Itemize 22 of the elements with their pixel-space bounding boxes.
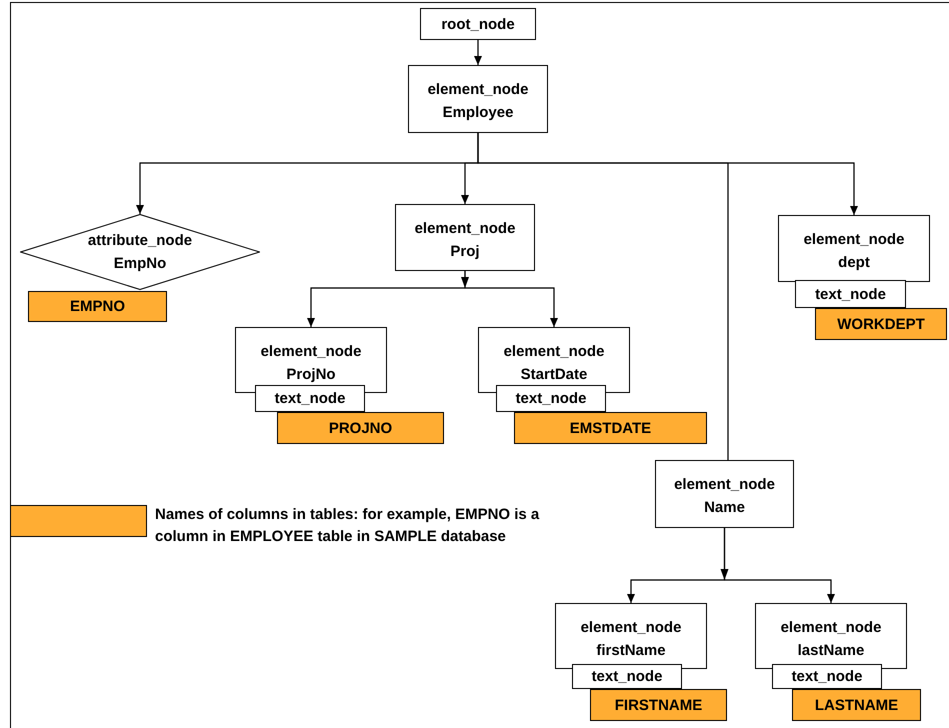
node-box: text_node — [772, 664, 882, 689]
attribute-diamond: attribute_node EmpNo — [20, 214, 260, 290]
node-box: text_node — [496, 385, 606, 412]
legend-text: Names of columns in tables: for example, EMPNO is a column in EMPLOYEE table in SAMPLE database — [155, 505, 540, 547]
node-box: text_node — [255, 385, 365, 412]
column-name-box: LASTNAME — [792, 689, 921, 721]
node-box: text_node — [795, 280, 906, 308]
column-name-box: EMPNO — [28, 291, 167, 322]
connector-arrow — [464, 271, 558, 327]
column-name-box: PROJNO — [277, 412, 444, 444]
column-name-box: WORKDEPT — [815, 308, 947, 340]
column-name-box: EMSTDATE — [514, 412, 707, 444]
node-box: element_node Name — [655, 460, 794, 528]
node-box: element_node Employee — [408, 65, 548, 133]
node-box: text_node — [572, 664, 682, 689]
column-name-box: FIRSTNAME — [590, 689, 727, 721]
connector-arrow — [477, 133, 858, 215]
node-box: root_node — [420, 8, 536, 40]
node-box: element_node Proj — [395, 204, 535, 271]
node-box: element_node dept — [778, 215, 930, 282]
connector-arrow — [724, 528, 835, 603]
connector-arrow — [474, 40, 482, 65]
